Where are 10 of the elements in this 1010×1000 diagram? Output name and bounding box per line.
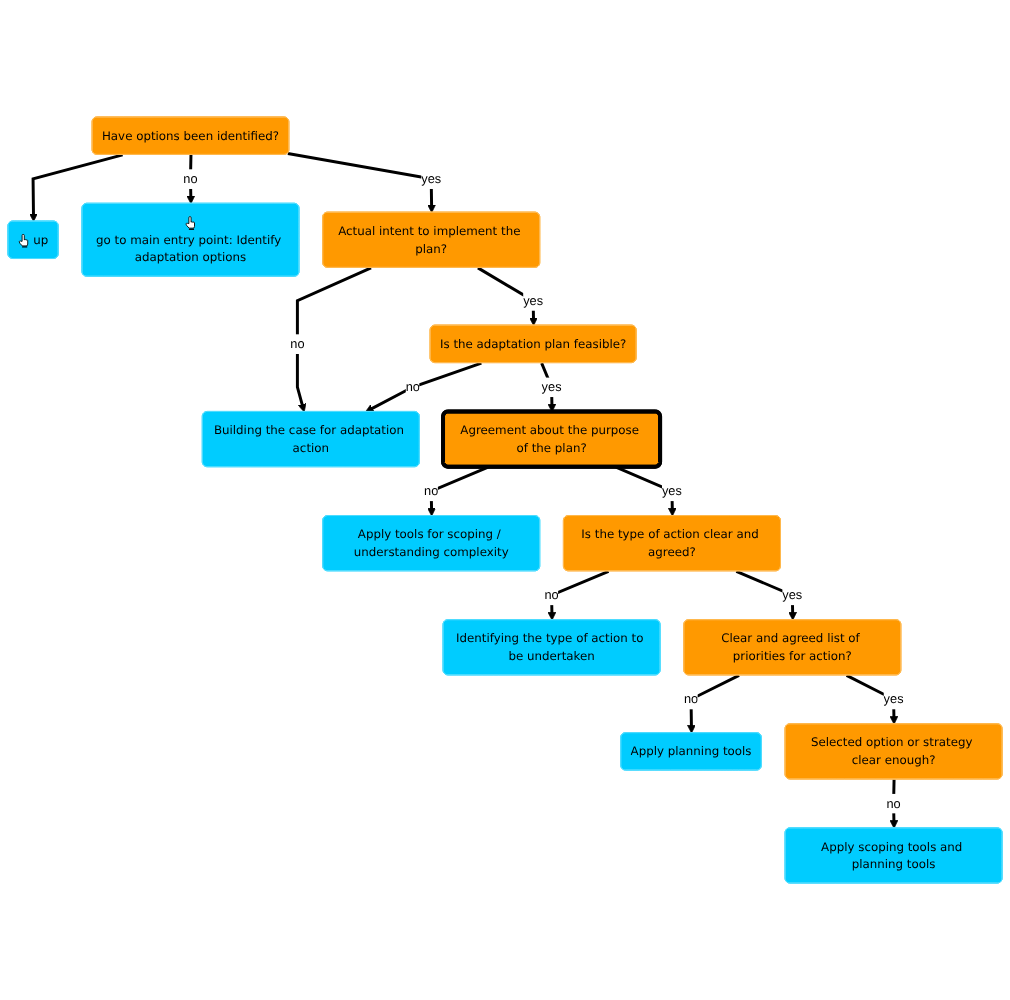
arrow [295,266,372,413]
arrow [427,465,489,517]
arrow [687,674,740,734]
arrow [287,152,436,214]
arrow [889,779,899,829]
arrow [186,154,196,205]
arrow [365,361,482,413]
arrow [547,569,610,621]
arrow [29,153,123,222]
arrow [477,266,538,326]
